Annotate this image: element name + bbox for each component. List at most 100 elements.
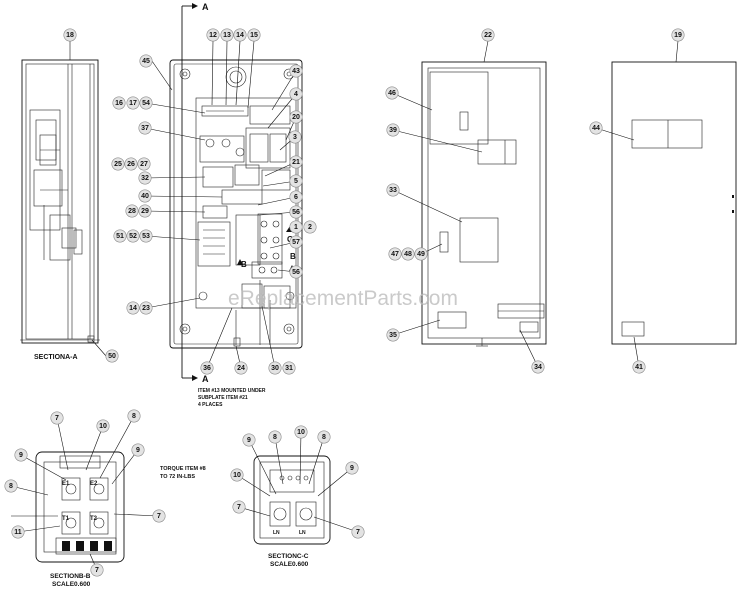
section-marker-c: C: [287, 235, 293, 244]
callout-9: 9: [14, 448, 28, 462]
callout-8: 8: [317, 430, 331, 444]
svg-text:39: 39: [389, 127, 397, 134]
svg-text:12: 12: [209, 32, 217, 39]
callout-29: 29: [138, 204, 152, 218]
door-outside-view: [611, 61, 737, 345]
callout-35: 35: [386, 328, 400, 342]
callout-39: 39: [386, 123, 400, 137]
callout-51: 51: [113, 229, 127, 243]
callout-48: 48: [401, 247, 415, 261]
callout-8: 8: [4, 479, 18, 493]
svg-text:19: 19: [674, 32, 682, 39]
svg-text:48: 48: [404, 251, 412, 258]
callout-26: 26: [124, 157, 138, 171]
callout-25: 25: [111, 157, 125, 171]
svg-text:18: 18: [66, 32, 74, 39]
svg-text:32: 32: [141, 175, 149, 182]
svg-text:8: 8: [273, 434, 277, 441]
svg-text:33: 33: [389, 187, 397, 194]
callout-54: 54: [139, 96, 153, 110]
callout-44: 44: [589, 121, 603, 135]
callout-20: 20: [289, 110, 303, 124]
watermark: eReplacementParts.com: [228, 287, 458, 310]
section-marker-a-top: A: [202, 2, 209, 12]
callout-22: 22: [481, 28, 495, 42]
svg-text:22: 22: [484, 32, 492, 39]
callout-27: 27: [137, 157, 151, 171]
svg-text:53: 53: [142, 233, 150, 240]
callout-49: 49: [414, 247, 428, 261]
callout-18: 18: [63, 28, 77, 42]
svg-text:14: 14: [129, 305, 137, 312]
callout-2: 2: [303, 220, 317, 234]
svg-text:50: 50: [108, 353, 116, 360]
svg-text:20: 20: [292, 114, 300, 121]
mount-note-line3: 4 PLACES: [198, 402, 223, 408]
svg-text:7: 7: [237, 504, 241, 511]
callout-5: 5: [289, 174, 303, 188]
svg-text:37: 37: [141, 125, 149, 132]
terminal-t2-label: T2: [90, 516, 98, 522]
callout-53: 53: [139, 229, 153, 243]
svg-text:52: 52: [129, 233, 137, 240]
callout-24: 24: [234, 361, 248, 375]
callout-1: 1: [289, 220, 303, 234]
svg-text:9: 9: [19, 452, 23, 459]
callout-12: 12: [206, 28, 220, 42]
svg-text:30: 30: [271, 365, 279, 372]
callout-13: 13: [220, 28, 234, 42]
svg-text:15: 15: [250, 32, 258, 39]
svg-text:10: 10: [99, 423, 107, 430]
torque-note-line1: TORQUE ITEM #8: [160, 466, 206, 472]
svg-text:28: 28: [128, 208, 136, 215]
front-view-enclosure: [169, 3, 303, 381]
svg-text:46: 46: [388, 90, 396, 97]
callout-57: 57: [289, 235, 303, 249]
notes: ITEM #13 MOUNTED UNDER SUBPLATE ITEM #21…: [160, 388, 266, 480]
callout-56: 56: [289, 205, 303, 219]
terminal-ln2-label: LN: [299, 530, 306, 536]
callout-9: 9: [345, 461, 359, 475]
svg-text:17: 17: [129, 100, 137, 107]
svg-text:47: 47: [391, 251, 399, 258]
section-b-view: E1 E2 T1 T2: [35, 451, 125, 563]
svg-text:10: 10: [297, 429, 305, 436]
callout-8: 8: [127, 409, 141, 423]
svg-text:7: 7: [55, 415, 59, 422]
svg-text:49: 49: [417, 251, 425, 258]
section-b-caption: SECTIONB-B: [50, 573, 91, 580]
callout-9: 9: [131, 443, 145, 457]
terminal-e1-label: E1: [62, 481, 70, 487]
leader-lines: [10, 40, 679, 571]
section-marker-b-right: B: [290, 252, 296, 261]
svg-text:6: 6: [294, 194, 298, 201]
callout-7: 7: [50, 411, 64, 425]
callout-14: 14: [126, 301, 140, 315]
svg-text:23: 23: [142, 305, 150, 312]
mount-note-line1: ITEM #13 MOUNTED UNDER: [198, 388, 266, 394]
callout-33: 33: [386, 183, 400, 197]
svg-text:57: 57: [292, 239, 300, 246]
svg-text:36: 36: [203, 365, 211, 372]
svg-text:24: 24: [237, 365, 245, 372]
callout-7: 7: [90, 563, 104, 577]
section-c-view: LN LN: [253, 455, 331, 545]
callout-32: 32: [138, 171, 152, 185]
svg-text:13: 13: [223, 32, 231, 39]
svg-text:43: 43: [292, 68, 300, 75]
callout-10: 10: [294, 425, 308, 439]
callout-45: 45: [139, 54, 153, 68]
captions: SECTIONA-A SECTIONB-B SCALE0.600 SECTION…: [34, 354, 309, 588]
svg-text:4: 4: [294, 91, 298, 98]
callout-37: 37: [138, 121, 152, 135]
callout-31: 31: [282, 361, 296, 375]
svg-text:54: 54: [142, 100, 150, 107]
callout-3: 3: [288, 130, 302, 144]
callout-7: 7: [152, 509, 166, 523]
svg-text:3: 3: [293, 134, 297, 141]
section-b-scale-caption: SCALE0.600: [52, 581, 91, 588]
callout-28: 28: [125, 204, 139, 218]
svg-text:35: 35: [389, 332, 397, 339]
